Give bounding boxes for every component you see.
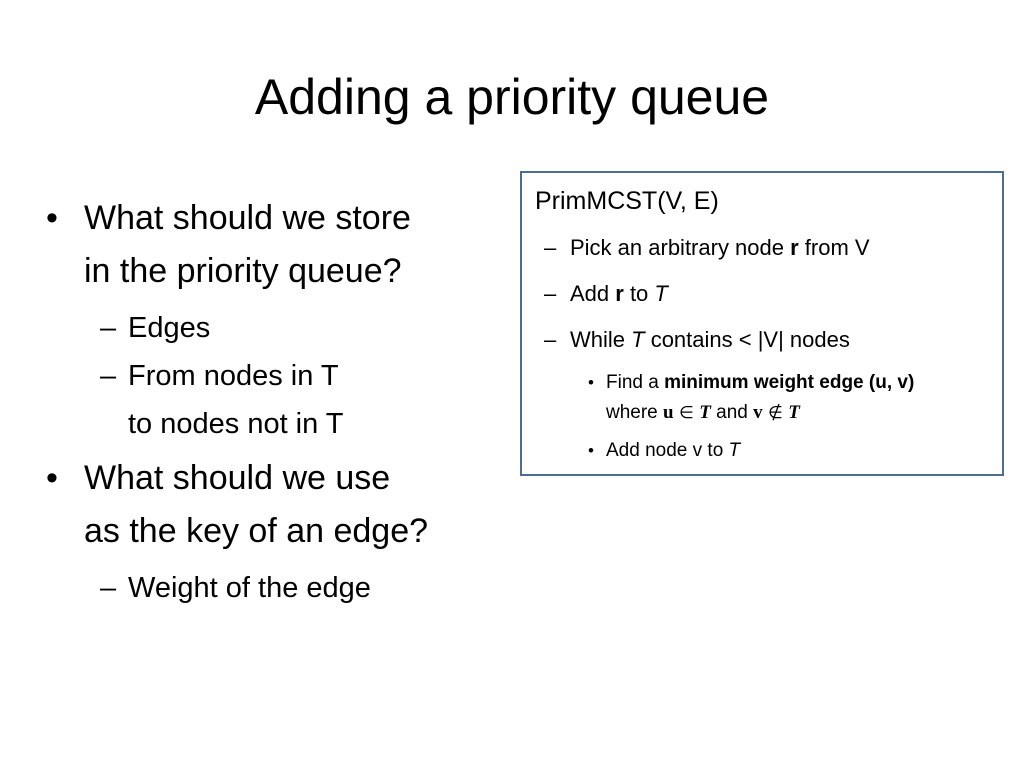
algorithm-step-while: –While T contains < |V| nodes <box>544 325 850 355</box>
substep-and-text: and <box>710 402 754 423</box>
algorithm-step-pick: –Pick an arbitrary node r from V <box>544 233 870 263</box>
step-while-set: T <box>631 327 645 352</box>
substep-add-text: Add node v to <box>606 440 729 461</box>
substep-where-text: where <box>606 402 664 423</box>
answer-weight: – Weight of the edge <box>42 564 512 612</box>
substep-add-set: T <box>728 440 741 461</box>
substep-find-text: Find a <box>606 372 665 393</box>
math-u: u <box>663 402 674 423</box>
dash-icon: – <box>544 281 557 306</box>
dash-icon: – <box>544 235 557 260</box>
step-pick-text: Pick an arbitrary node <box>570 235 791 260</box>
step-while-tail: contains < |V| nodes <box>644 327 850 352</box>
bullet-icon: • <box>588 441 594 460</box>
dash-icon: – <box>100 312 117 344</box>
dash-icon: – <box>100 360 117 392</box>
bullet-icon: • <box>588 373 594 392</box>
step-pick-var: r <box>790 235 799 260</box>
bullet-question-key: • What should we use as the key of an ed… <box>42 452 512 558</box>
algorithm-substep-add: • Add node v to T <box>588 437 740 465</box>
algorithm-box: PrimMCST(V, E) –Pick an arbitrary node r… <box>520 171 1004 476</box>
algorithm-title: PrimMCST(V, E) <box>535 187 719 215</box>
math-t: T <box>788 402 800 423</box>
step-add-var: r <box>615 281 624 306</box>
step-while-text: While <box>570 327 632 352</box>
answer-edges: – Edges <box>42 304 512 352</box>
answer-from-nodes-line2: to nodes not in T <box>128 408 344 440</box>
question-key-line1: What should we use <box>84 459 391 497</box>
slide-title: Adding a priority queue <box>254 69 770 125</box>
element-of-icon: ∈ <box>673 403 700 423</box>
answer-from-nodes-line1: From nodes in T <box>128 360 339 392</box>
algorithm-substep-where: where u ∈ T and v ∉ T <box>588 399 800 427</box>
math-t: T <box>699 402 711 423</box>
step-add-mid: to <box>623 281 655 306</box>
left-bullet-list: • What should we store in the priority q… <box>42 192 512 612</box>
bullet-icon: • <box>46 199 58 237</box>
dash-icon: – <box>544 327 557 352</box>
step-add-text: Add <box>570 281 616 306</box>
question-store-line1: What should we store <box>84 199 411 237</box>
bullet-icon: • <box>46 459 58 497</box>
answer-from-nodes: – From nodes in T to nodes not in T <box>42 352 512 448</box>
not-element-of-icon: ∉ <box>762 403 789 423</box>
algorithm-substep-find: • Find a minimum weight edge (u, v) <box>588 369 914 397</box>
question-key-line2: as the key of an edge? <box>84 512 429 550</box>
bullet-question-store: • What should we store in the priority q… <box>42 192 512 298</box>
question-store-line2: in the priority queue? <box>84 252 402 290</box>
substep-find-bold: minimum weight edge (u, v) <box>664 372 915 393</box>
dash-icon: – <box>100 572 117 604</box>
answer-edges-text: Edges <box>128 312 211 344</box>
math-v: v <box>753 402 763 423</box>
step-add-set: T <box>654 281 668 306</box>
algorithm-step-add: –Add r to T <box>544 279 668 309</box>
step-pick-tail: from V <box>798 235 870 260</box>
answer-weight-text: Weight of the edge <box>128 572 371 604</box>
